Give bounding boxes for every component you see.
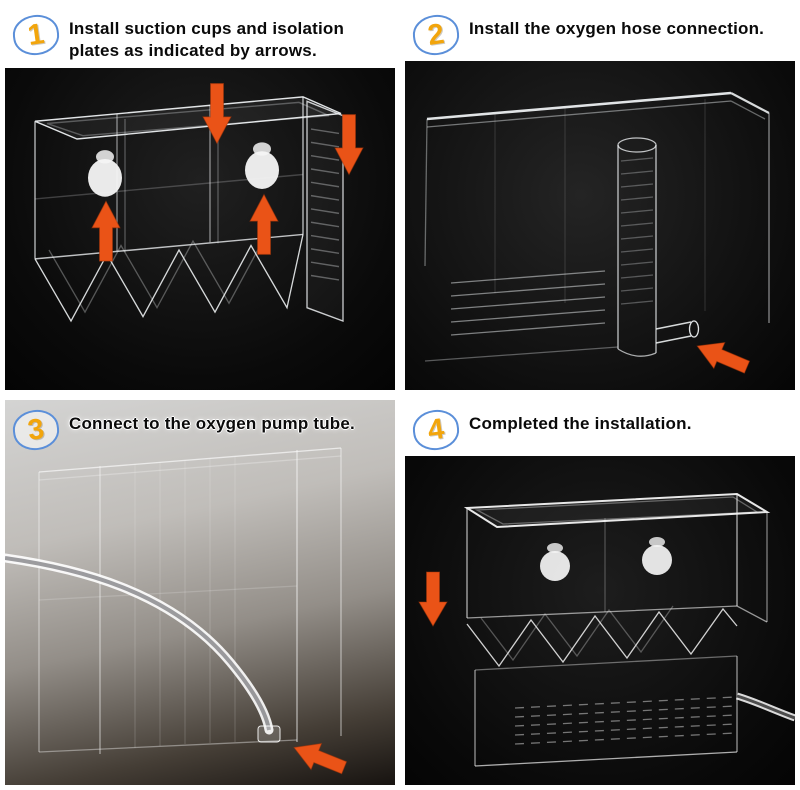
breeding-box-outline [424,91,770,362]
step-4-text: Completed the installation. [469,414,692,433]
step-4-number-badge: 4 [410,406,462,454]
tube-fitting [257,725,281,743]
orange-arrow-left-icon [288,734,350,782]
step-1-text: Install suction cups and isolation plate… [69,19,345,61]
breeding-box-outline [463,492,771,767]
step-1-header: 1 Install suction cups and isolation pla… [5,5,395,68]
suction-cup [245,151,279,190]
breeding-box-suction-cup-illustration [34,83,364,323]
side-column-slots [310,128,340,281]
side-column [306,100,344,323]
air-column-slots [620,157,654,305]
air-tube [5,553,274,735]
suction-cup-stem [547,543,563,553]
orange-arrow-down-icon [418,571,448,627]
suction-cup-stem [649,537,665,547]
step-4-header: 4 Completed the installation. [405,400,795,456]
step-3-header: 3 Connect to the oxygen pump tube. [5,400,395,456]
step-3-number-badge: 3 [10,406,62,454]
step-2-header: 2 Install the oxygen hose connection. [405,5,795,61]
step-4-photo [405,456,795,785]
step-2-photo [405,61,795,390]
suction-cups [88,142,279,197]
box-panel-lines [134,456,236,748]
vent-grid [514,696,736,745]
orange-arrow-up-icon [249,194,279,256]
orange-arrow-left-icon [691,332,753,381]
breeding-box-outline [34,96,344,323]
step-panel-3: 3 Connect to the oxygen pump tube. [5,400,395,785]
breeding-box-outline [38,447,342,754]
step-panel-1: 1 Install suction cups and isolation pla… [5,5,395,390]
step-panel-2: 2 Install the oxygen hose connection. [405,5,795,390]
air-tube [735,692,795,722]
step-1-number-badge: 1 [10,11,62,59]
suction-cup [540,551,570,581]
step-3-text: Connect to the oxygen pump tube. [69,414,355,433]
step-1-photo [5,68,395,390]
oxygen-nozzle [655,320,700,344]
air-column [617,137,657,357]
suction-cup [88,159,122,197]
zigzag-isolation-plates [466,607,738,668]
completed-installation-illustration [418,492,795,767]
step-2-text: Install the oxygen hose connection. [469,19,765,38]
oxygen-pump-tube-illustration [5,447,350,782]
step-3-photo [5,400,395,785]
step-2-number-badge: 2 [410,11,462,59]
vent-slats [450,270,606,336]
suction-cup [642,545,672,575]
zigzag-isolation-plates [34,234,304,323]
suction-cups [540,537,672,581]
step-panel-4: 4 Completed the installation. [405,400,795,785]
oxygen-hose-connection-illustration [424,91,770,381]
